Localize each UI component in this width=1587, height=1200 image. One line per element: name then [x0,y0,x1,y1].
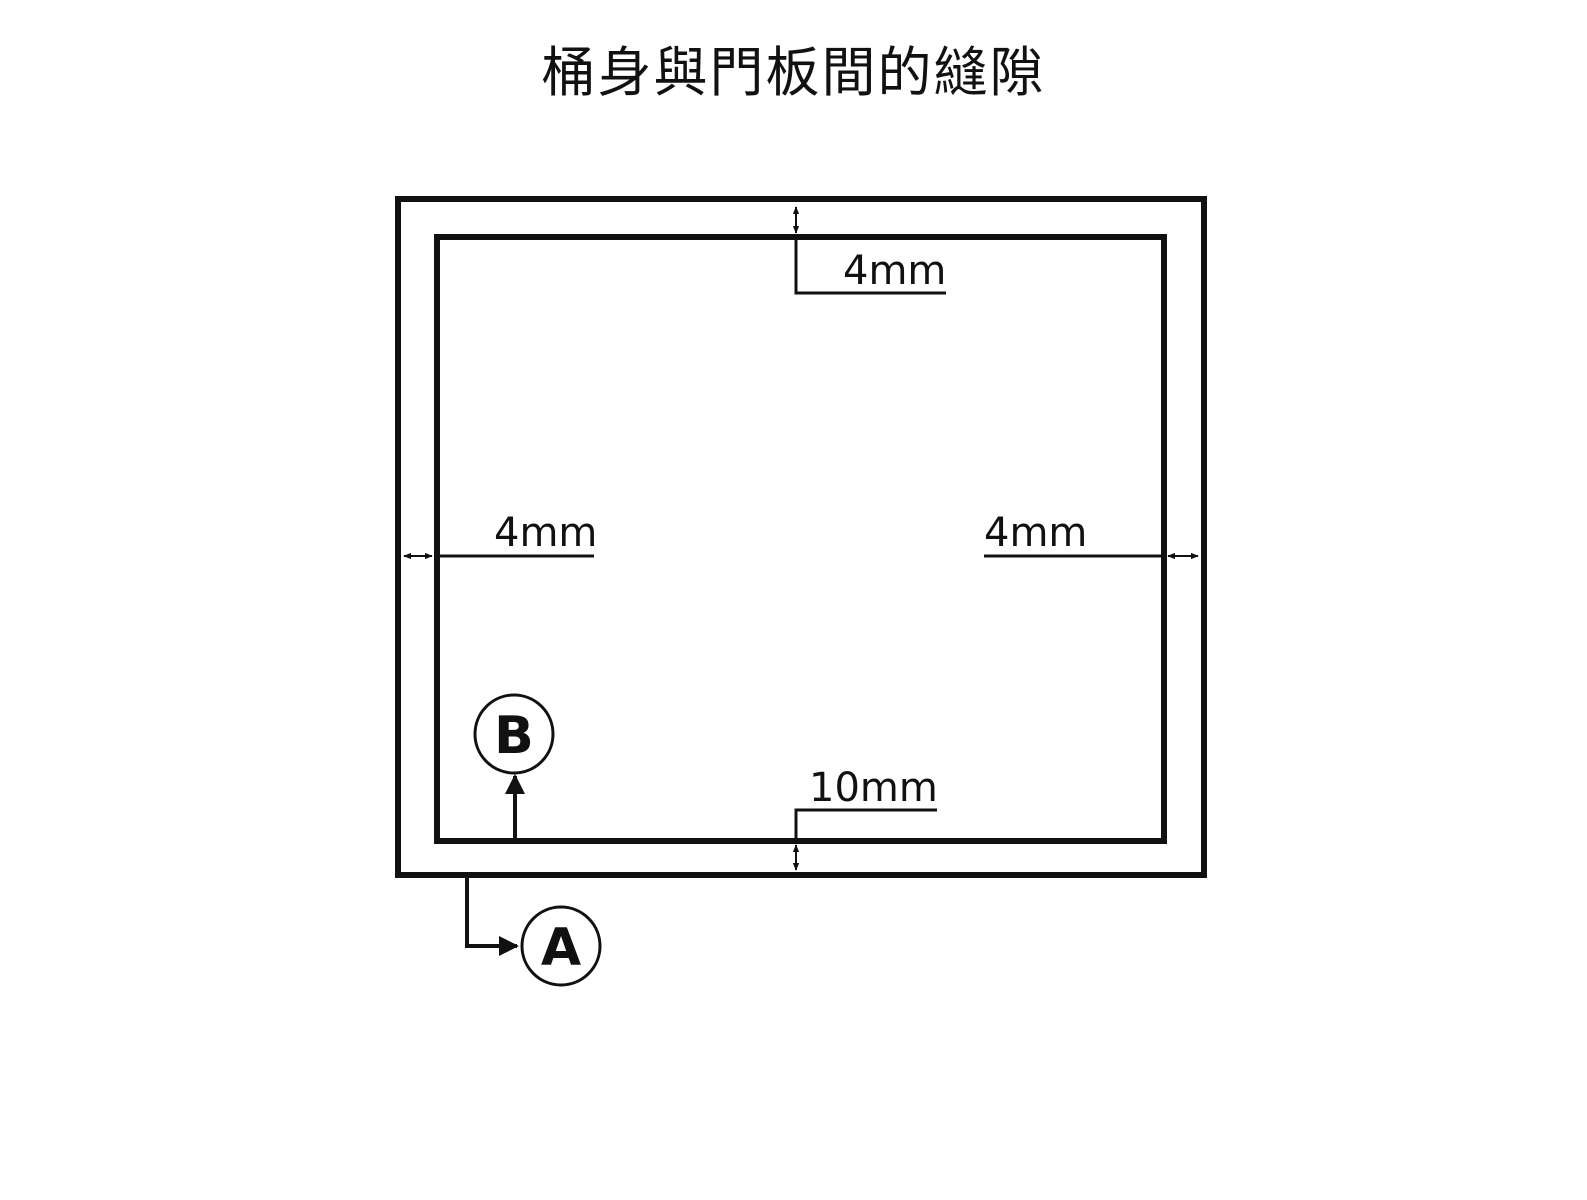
bottom-gap-leader [794,808,937,841]
callout-a-label: A [541,918,581,978]
callout-b-circle [473,693,555,775]
right-gap-dimension: 4mm [984,510,1199,560]
left-gap-label: 4mm [494,510,597,556]
outer-frame [395,196,1207,878]
callout-b: B [473,693,555,838]
inner-frame [434,234,1167,844]
callout-b-label: B [494,706,534,766]
right-gap-label: 4mm [984,510,1087,556]
bottom-gap-label: 10mm [809,765,938,811]
callout-a: A [465,878,602,987]
left-gap-dimension: 4mm [403,510,597,560]
callout-a-arrow [465,878,519,956]
bottom-gap-dimension: 10mm [792,765,938,871]
diagram-title: 桶身與門板間的縫隙 [541,41,1046,104]
top-gap-dimension: 4mm [792,206,946,295]
callout-a-circle [520,905,602,987]
top-gap-leader [794,237,946,295]
top-gap-label: 4mm [843,248,946,294]
